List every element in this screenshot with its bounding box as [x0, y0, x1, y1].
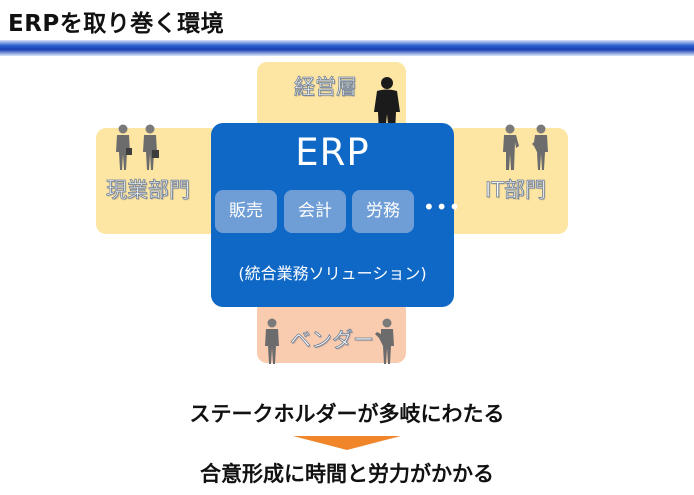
slide-title: ERPを取り巻く環境 — [8, 11, 225, 37]
field-person-2-icon — [143, 124, 159, 170]
module-accounting: 会計 — [284, 190, 346, 233]
module-labor: 労務 — [352, 190, 414, 233]
title-underline-bar — [0, 40, 694, 56]
conclusion-line-1: ステークホルダーが多岐にわたる — [189, 402, 505, 426]
conclusion-line-2: 合意形成に時間と労力がかかる — [200, 462, 494, 486]
manager-person-icon — [374, 77, 400, 134]
management-label: 経営層 — [294, 75, 358, 100]
field-department-label: 現業部門 — [106, 178, 191, 203]
module-sales: 販売 — [215, 190, 277, 233]
vendor-label: ベンダー — [290, 328, 375, 353]
more-modules-ellipsis: ••• — [423, 195, 462, 219]
field-person-1-icon — [116, 124, 132, 170]
it-department-label: IT部門 — [485, 178, 547, 203]
it-person-1-icon — [503, 124, 519, 170]
down-arrow-icon — [293, 436, 401, 450]
vendor-person-2-icon — [375, 318, 394, 364]
erp-subtitle: (統合業務ソリューション) — [238, 264, 427, 283]
erp-title: ERP — [295, 131, 370, 174]
it-person-2-icon — [532, 124, 548, 170]
erp-box: ERP 販売 会計 労務 ••• (統合業務ソリューション) — [211, 123, 460, 307]
vendor-person-1-icon — [265, 318, 279, 364]
